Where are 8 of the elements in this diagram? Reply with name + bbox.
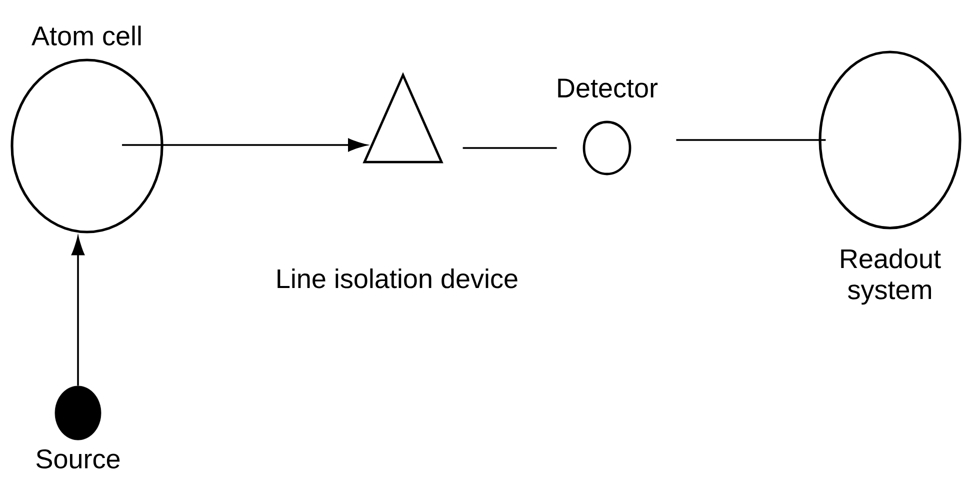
node-label: Atom cell <box>32 26 141 46</box>
arrow <box>122 138 367 152</box>
connector-line <box>676 139 826 141</box>
node-label: Line isolation device <box>278 268 518 288</box>
node-label: Readout system <box>841 248 941 305</box>
connector-line <box>462 147 557 149</box>
node-label: Source <box>36 449 120 469</box>
node-label: Detector <box>558 78 658 98</box>
